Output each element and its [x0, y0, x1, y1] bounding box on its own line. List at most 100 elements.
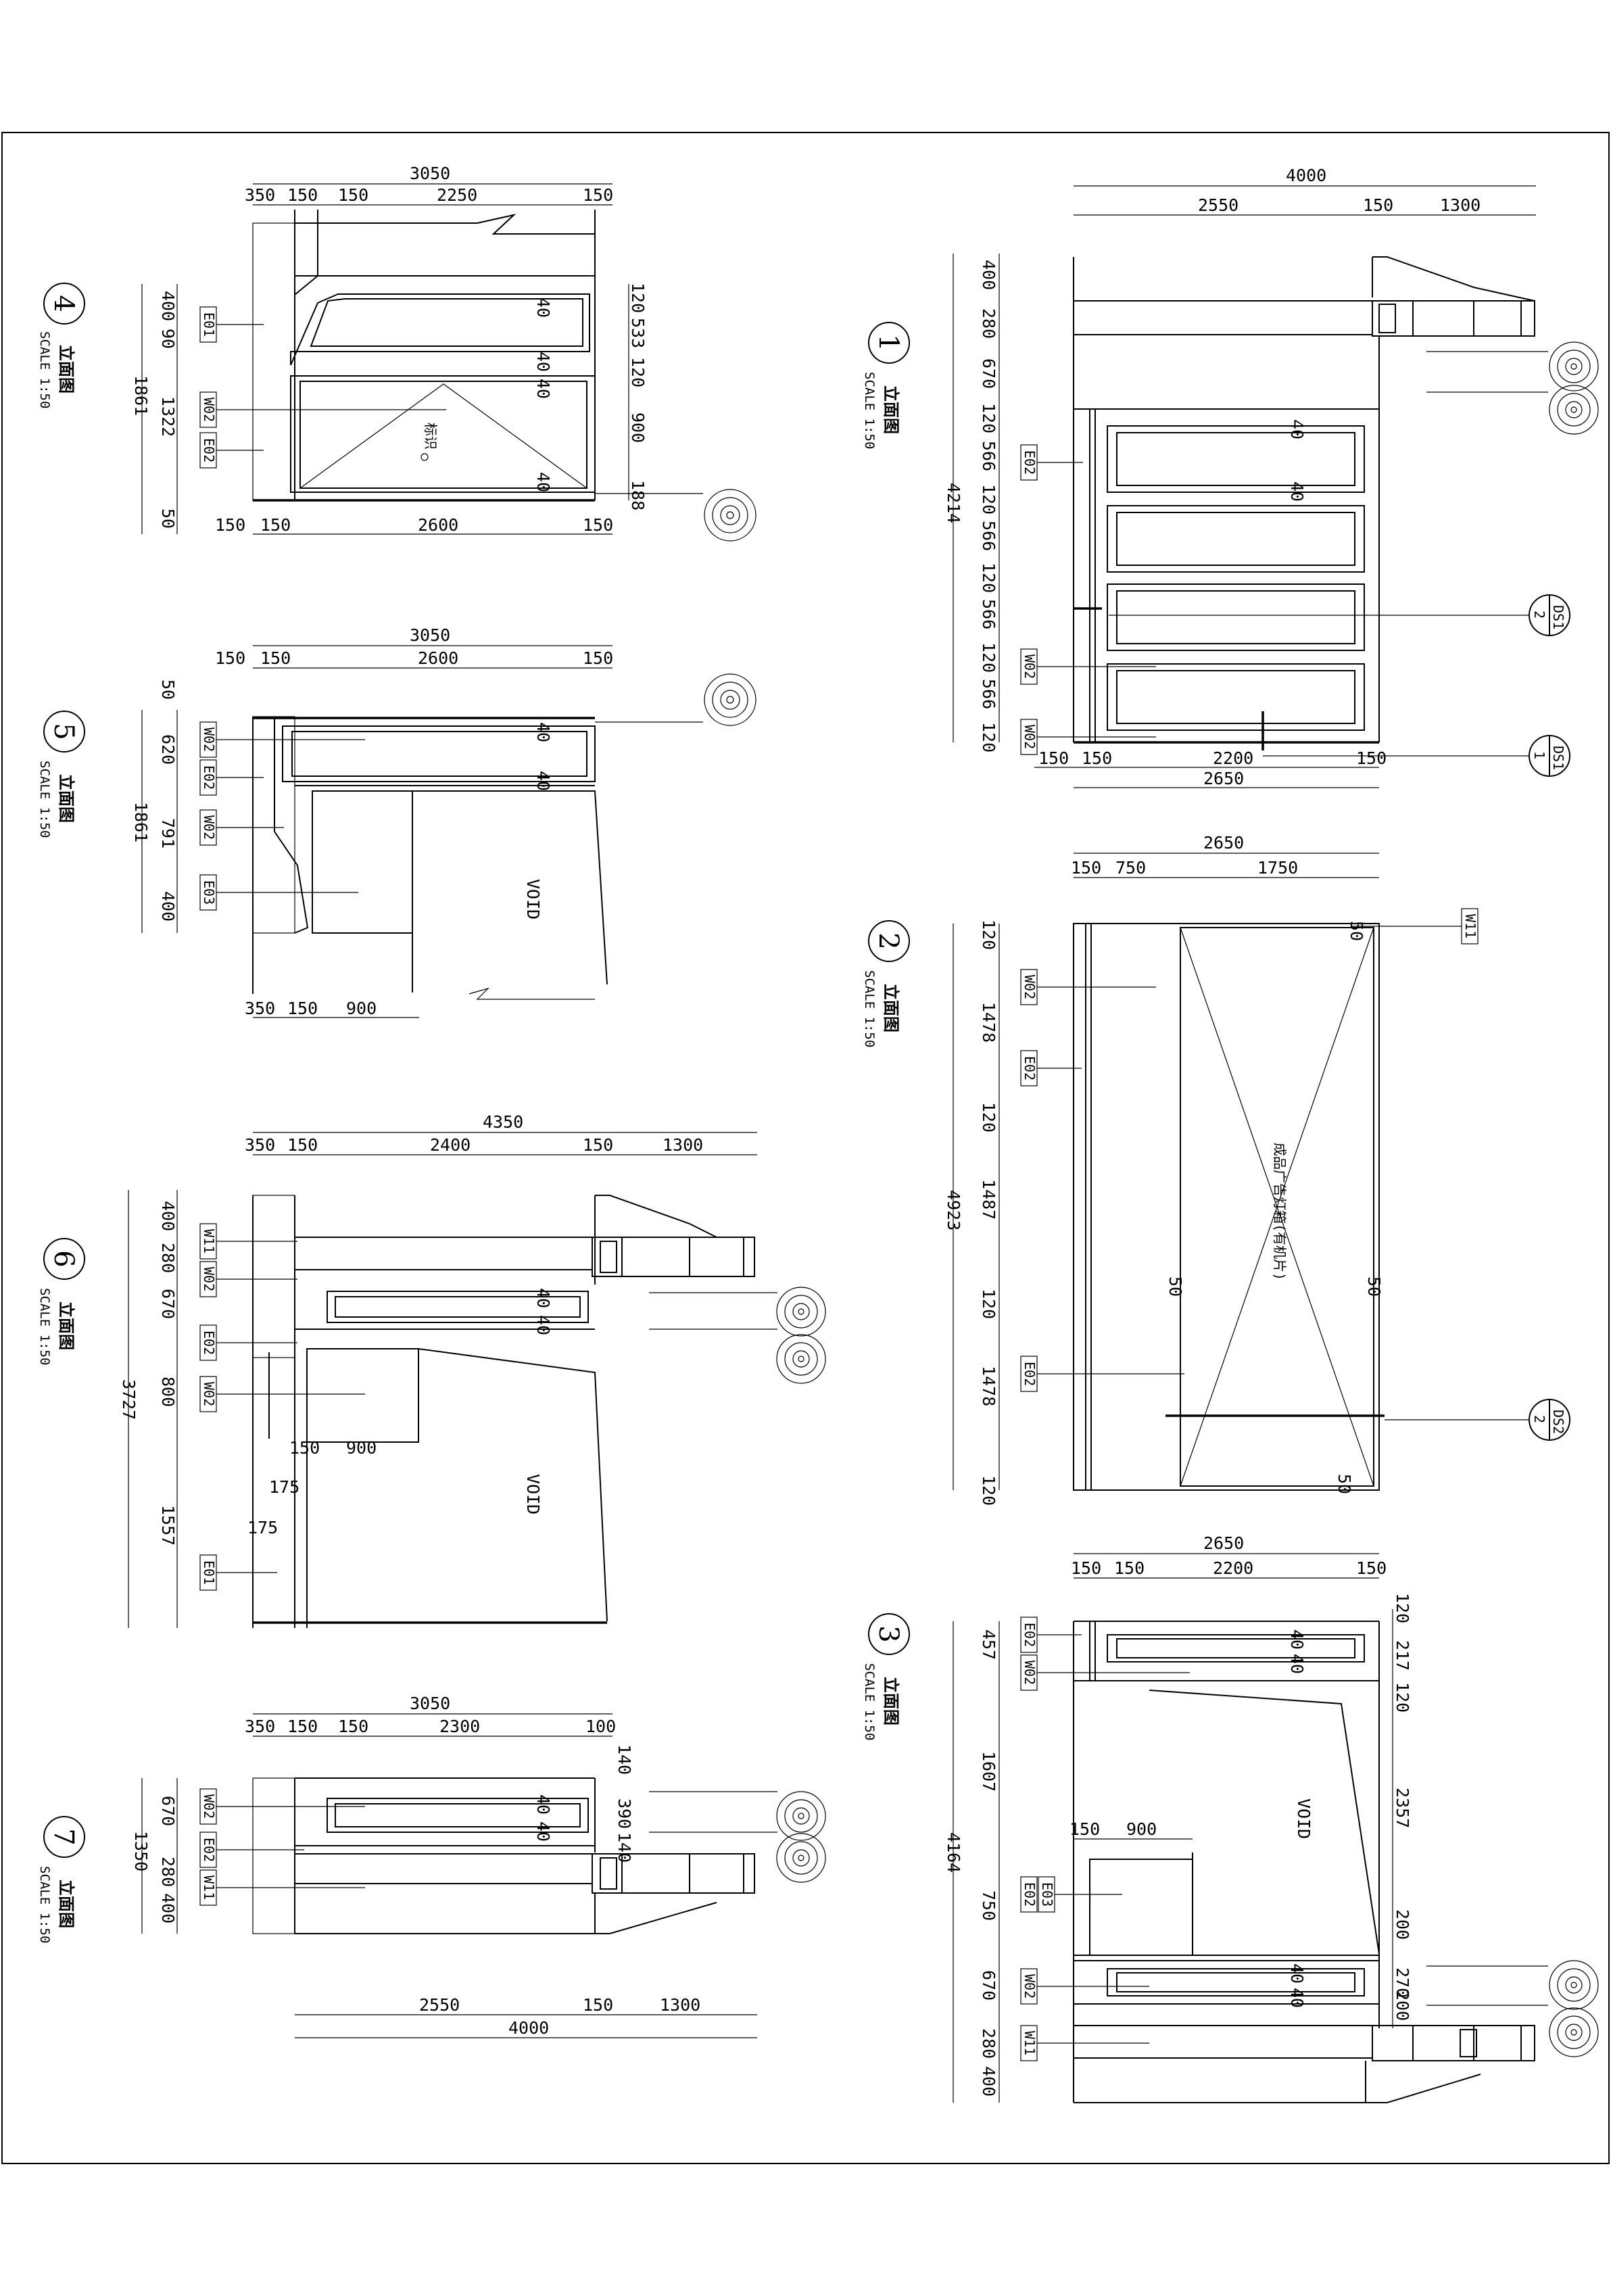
e3-w-2200: 2200 — [1213, 1558, 1253, 1578]
e2-h-120c: 120 — [979, 1289, 999, 1319]
elevation-4-scale: SCALE 1:50 — [37, 331, 52, 408]
e3-forty-c: 40 — [1287, 1963, 1307, 1984]
elevation-6-scale: SCALE 1:50 — [37, 1288, 52, 1365]
e1-h-280: 280 — [979, 308, 999, 339]
e3-in-900: 900 — [1126, 1819, 1157, 1839]
e7-b-150: 150 — [583, 1995, 613, 2015]
e2-h-1487: 1487 — [979, 1179, 999, 1220]
elevation-2: 2 立面图 SCALE 1:50 2650 150 750 1750 成品广告灯… — [862, 833, 1570, 1506]
e4-h-90: 90 — [158, 329, 178, 349]
e2-small-c: 50 — [1364, 1276, 1384, 1297]
e1-tag-e02: E02 — [1021, 450, 1038, 475]
e1-forty-a: 40 — [1287, 419, 1307, 439]
e3-tag-e03: E03 — [1039, 1882, 1055, 1907]
e6-in-900: 900 — [346, 1438, 377, 1458]
e2-h-1478b: 1478 — [979, 1366, 999, 1406]
e6-in-150: 150 — [289, 1438, 320, 1458]
e2-section-num: 2 — [1531, 1415, 1547, 1423]
e3-rh-270: 270 — [1393, 1967, 1412, 1998]
e4-b-150c: 150 — [583, 515, 613, 535]
e4-rh-120b: 120 — [628, 357, 648, 387]
sheet-border — [1, 132, 1610, 2164]
e5-h-400: 400 — [158, 891, 178, 922]
e6-h-280: 280 — [158, 1243, 178, 1273]
e1-h-670: 670 — [979, 358, 999, 389]
e3-target-symbols — [1426, 1960, 1599, 2057]
e6-tags: W11 W02 E02 W02 E01 — [199, 1223, 365, 1591]
e6-forty-b: 40 — [533, 1315, 553, 1335]
e5-tag-w02a: W02 — [201, 727, 217, 752]
e4-tag-e02: E02 — [201, 438, 217, 462]
e3-h-457: 457 — [979, 1629, 999, 1660]
e1-w-1300: 1300 — [1440, 195, 1481, 215]
e6-h-670: 670 — [158, 1289, 178, 1319]
e4-w-150b: 150 — [338, 185, 368, 205]
elevation-2-number: 2 — [873, 932, 904, 949]
e6-h-800: 800 — [158, 1377, 178, 1407]
e7-target-symbols — [649, 1791, 826, 1883]
e1-h-566b: 566 — [979, 521, 999, 551]
elevation-1-scale: SCALE 1:50 — [862, 372, 877, 449]
e5-overall-h: 1861 — [131, 802, 151, 842]
e1-h-566a: 566 — [979, 441, 999, 471]
e3-void: VOID — [1294, 1798, 1314, 1839]
e3-forty-d: 40 — [1287, 1988, 1307, 2008]
e7-tag-w11: W11 — [201, 1875, 217, 1900]
e5-b-350: 350 — [245, 999, 275, 1018]
e3-rh-217: 217 — [1393, 1640, 1412, 1671]
e3-tag-e02a: E02 — [1021, 1623, 1038, 1647]
e1-tags: E02 W02 W02 — [1020, 444, 1156, 755]
e4-rh-900: 900 — [628, 412, 648, 443]
e3-rh-120a: 120 — [1393, 1593, 1412, 1623]
elevation-4-number: 4 — [48, 295, 79, 312]
e5-w-150a: 150 — [215, 648, 245, 668]
e2-note: 成品广告灯箱(有机片) — [1272, 1143, 1288, 1281]
e6-tag-e02: E02 — [201, 1331, 217, 1355]
e7-b-total: 4000 — [508, 2018, 549, 2038]
e1-section-b-num: 1 — [1531, 751, 1547, 759]
e4-overall-h: 1861 — [131, 375, 151, 416]
e1-overall-h: 4214 — [944, 483, 963, 523]
e5-h-620: 620 — [158, 734, 178, 765]
elevation-1-caption: 立面图 — [882, 385, 900, 434]
e2-overall-h: 4923 — [944, 1190, 963, 1230]
e3-h-280: 280 — [979, 2028, 999, 2059]
e1-b-150a: 150 — [1038, 748, 1069, 768]
e3-h-670: 670 — [979, 1970, 999, 2001]
e1-h-566c: 566 — [979, 599, 999, 629]
e4-w-350: 350 — [245, 185, 275, 205]
e1-w-150: 150 — [1363, 195, 1393, 215]
e7-rh-390: 390 — [615, 1798, 634, 1829]
e6-tag-e01: E01 — [201, 1560, 217, 1585]
e5-h-791: 791 — [158, 818, 178, 848]
e7-overall-width: 3050 — [410, 1694, 450, 1713]
elevation-6-marker — [43, 1238, 85, 1280]
elevation-6: 6 立面图 SCALE 1:50 4350 350 150 2400 150 1… — [37, 1112, 826, 1628]
e5-tag-e03: E03 — [201, 880, 217, 905]
e4-tags: E01 W02 E02 — [199, 306, 446, 469]
e7-rh-140b: 140 — [615, 1832, 634, 1863]
e6-h-400: 400 — [158, 1201, 178, 1231]
e1-h-120b: 120 — [979, 484, 999, 515]
e1-b-150b: 150 — [1082, 748, 1112, 768]
e1-w-2550: 2550 — [1198, 195, 1239, 215]
e1-h-120c: 120 — [979, 563, 999, 593]
elevation-2-scale: SCALE 1:50 — [862, 970, 877, 1047]
e3-tag-w11: W11 — [1021, 2031, 1038, 2055]
e3-overall-width: 2650 — [1203, 1533, 1244, 1553]
e3-h-400: 400 — [979, 2066, 999, 2097]
e5-forty-a: 40 — [533, 722, 553, 742]
elevation-3-marker — [868, 1613, 910, 1655]
e4-forty-c: 40 — [533, 379, 553, 399]
e2-tag-e02b: E02 — [1021, 1362, 1038, 1386]
e5-tags: W02 E02 W02 E03 — [199, 721, 365, 911]
e1-section-b-code: DS1 — [1550, 746, 1566, 770]
e7-tags: W02 E02 W11 — [199, 1788, 365, 1906]
e7-w-150a: 150 — [287, 1717, 318, 1736]
e6-tag-w02b: W02 — [201, 1382, 217, 1406]
e2-h-120d: 120 — [979, 1475, 999, 1506]
elevation-7: 7 立面图 SCALE 1:50 3050 350 150 150 2300 1… — [37, 1694, 826, 2038]
elevation-7-caption: 立面图 — [57, 1880, 76, 1928]
e7-overall-h: 1350 — [131, 1831, 151, 1871]
e3-rh-200a: 200 — [1393, 1909, 1412, 1940]
